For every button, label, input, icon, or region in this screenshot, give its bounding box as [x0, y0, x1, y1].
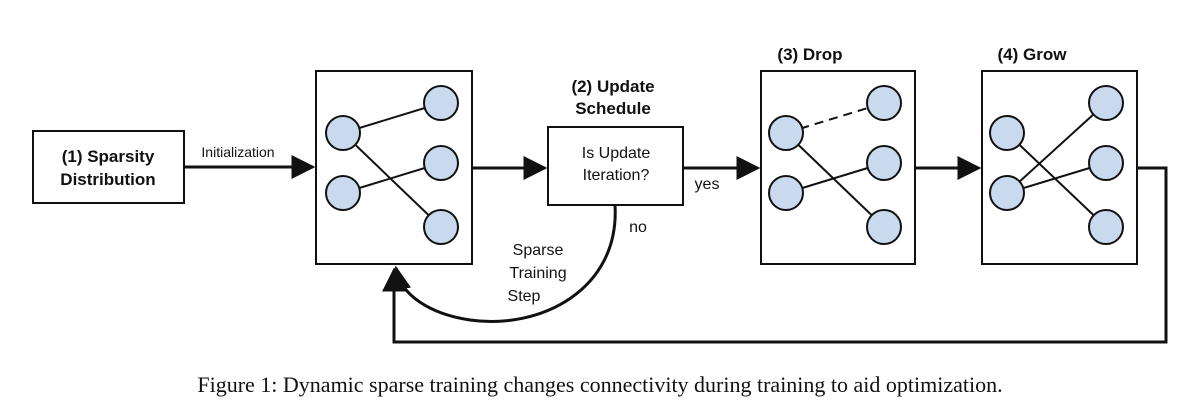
edge	[1006, 132, 1107, 228]
output-node	[866, 145, 902, 181]
output-node	[1088, 209, 1124, 245]
sparse-step-line2: Training	[509, 265, 566, 282]
drop-title: (3) Drop	[777, 45, 842, 64]
decision-box: Is Update Iteration?	[547, 126, 684, 206]
network-panel-drop	[760, 70, 916, 265]
initialization-arrow: Initialization	[184, 144, 316, 179]
figure-caption: Figure 1: Dynamic sparse training change…	[197, 372, 1002, 397]
sparsity-box-line1: (1) Sparsity	[62, 147, 155, 166]
edge	[342, 132, 442, 228]
output-node	[423, 209, 459, 245]
output-node	[866, 85, 902, 121]
input-node	[768, 115, 804, 151]
no-label: no	[629, 219, 647, 236]
output-node	[1088, 145, 1124, 181]
sparse-step-line3: Step	[508, 288, 541, 305]
output-node	[1088, 85, 1124, 121]
input-node	[989, 115, 1025, 151]
sparse-step-line1: Sparse	[513, 242, 564, 259]
decision-line1: Is Update	[582, 145, 651, 162]
grown-edge	[1006, 102, 1107, 194]
input-node	[325, 175, 361, 211]
yes-label: yes	[695, 176, 720, 193]
edge	[785, 132, 885, 228]
input-node	[768, 175, 804, 211]
feedback-loop-arrow	[382, 166, 1168, 344]
update-title-line2: Schedule	[575, 99, 651, 118]
sparse-training-step-label: Sparse Training Step	[508, 242, 567, 305]
sparsity-box-line2: Distribution	[60, 170, 155, 189]
output-node	[866, 209, 902, 245]
input-node	[989, 175, 1025, 211]
update-schedule-title: (2) Update Schedule	[571, 77, 654, 118]
network-panel-initial	[315, 70, 473, 265]
update-title-line1: (2) Update	[571, 77, 654, 96]
grow-title: (4) Grow	[998, 45, 1068, 64]
output-node	[423, 85, 459, 121]
sparsity-distribution-box: (1) Sparsity Distribution	[32, 130, 185, 204]
input-node	[325, 115, 361, 151]
sparse-step-arrow	[387, 204, 617, 323]
network-panel-grow	[981, 70, 1138, 265]
output-node	[423, 145, 459, 181]
decision-line2: Iteration?	[583, 167, 650, 184]
initialization-label: Initialization	[201, 144, 274, 160]
